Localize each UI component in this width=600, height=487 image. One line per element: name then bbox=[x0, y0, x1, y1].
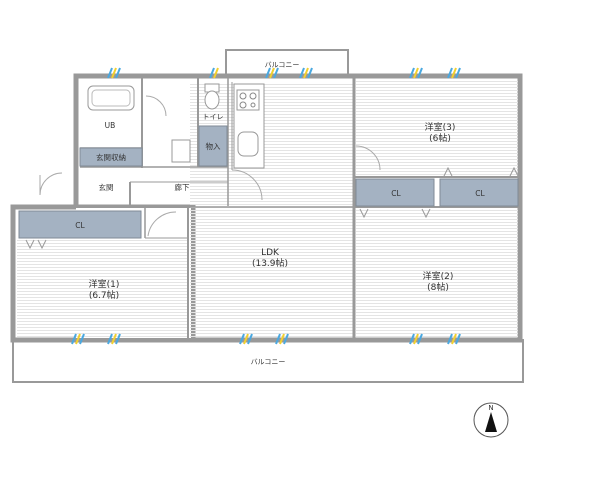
ub-label: UB bbox=[105, 121, 116, 130]
door-swing-western1 bbox=[147, 211, 177, 237]
western1-floor bbox=[17, 238, 187, 338]
western3-floor bbox=[356, 80, 518, 177]
closet-western3-right-label: CL bbox=[475, 189, 485, 198]
western3-name: 洋室(3) bbox=[425, 121, 456, 133]
closet-western3-left bbox=[355, 178, 435, 207]
western1-size: (6.7帖) bbox=[89, 289, 119, 301]
entrance-storage-label: 玄関収納 bbox=[96, 152, 126, 162]
bottom-balcony bbox=[12, 339, 524, 383]
compass-north-label: N bbox=[488, 404, 493, 412]
western3-size: (6帖) bbox=[429, 132, 451, 144]
bathtub bbox=[87, 85, 135, 111]
western2-floor bbox=[356, 207, 518, 338]
toilet-bowl bbox=[204, 90, 220, 110]
window-marks bbox=[71, 67, 461, 345]
sink-icon bbox=[237, 131, 259, 157]
western2-name: 洋室(2) bbox=[423, 270, 454, 282]
entrance-door-swing bbox=[39, 172, 63, 196]
bottom-balcony-label: バルコニー bbox=[251, 358, 286, 366]
closet-western3-left-label: CL bbox=[391, 189, 401, 198]
closet-western3-right bbox=[439, 178, 519, 207]
closet-western1 bbox=[18, 210, 142, 239]
closet-western1-label: CL bbox=[75, 221, 85, 230]
door-swing-western3 bbox=[355, 145, 381, 171]
western2-size: (8帖) bbox=[427, 281, 449, 293]
western1-name: 洋室(1) bbox=[89, 278, 120, 290]
stove-icon bbox=[236, 89, 260, 111]
door-swing-hall bbox=[231, 169, 263, 201]
compass-icon: N bbox=[473, 402, 509, 438]
top-balcony-label: バルコニー bbox=[265, 61, 300, 69]
entrance-label: 玄関 bbox=[99, 182, 114, 192]
ldk-name: LDK bbox=[261, 248, 280, 258]
toilet-label: トイレ bbox=[203, 113, 224, 121]
hallway-label: 廊下 bbox=[175, 182, 190, 192]
entrance-storage bbox=[79, 147, 143, 167]
interior-walls bbox=[15, 78, 518, 338]
storage-label: 物入 bbox=[206, 141, 221, 151]
ldk-size: (13.9帖) bbox=[252, 257, 288, 269]
washbasin bbox=[171, 139, 191, 163]
storage-closet bbox=[198, 125, 228, 167]
